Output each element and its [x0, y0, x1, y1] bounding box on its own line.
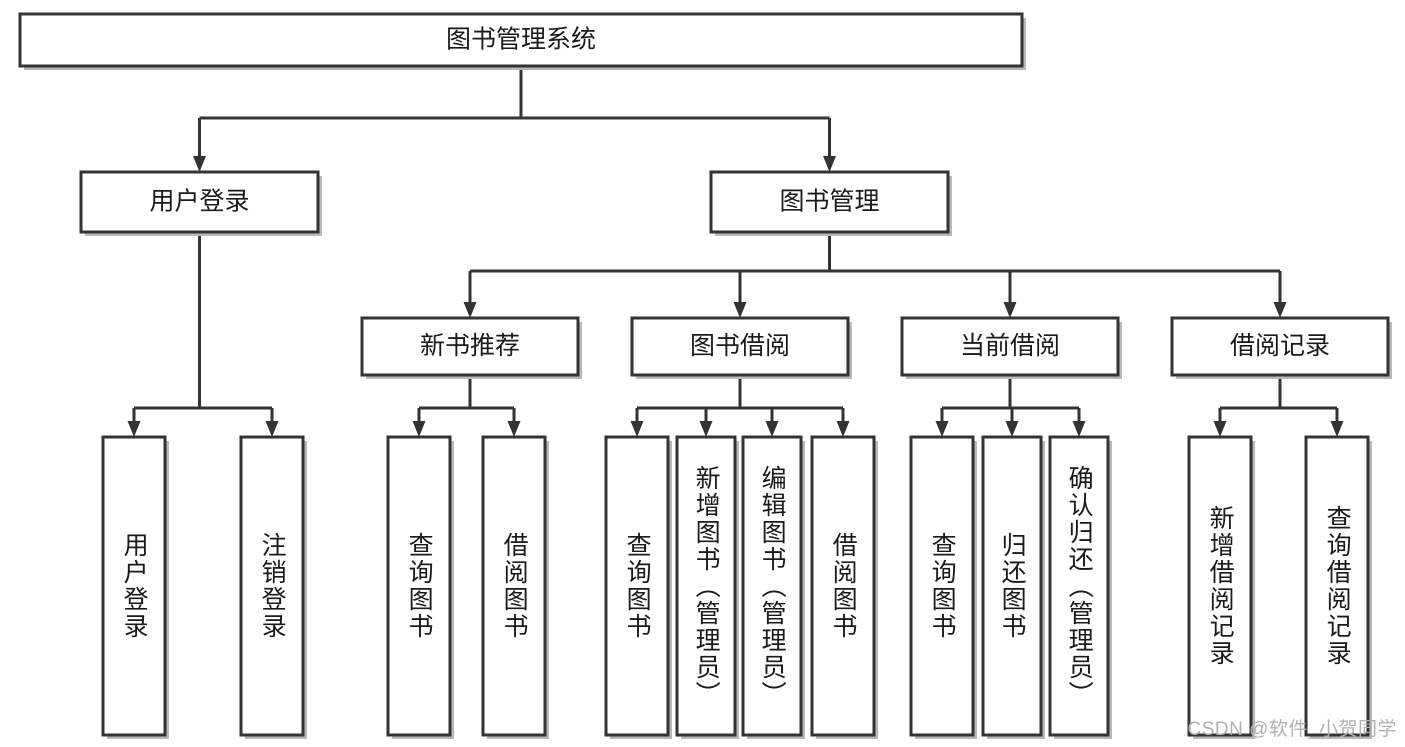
- node-leaf-user-login[interactable]: [101, 435, 169, 739]
- node-label-new-book-rec: 新书推荐: [420, 332, 520, 360]
- node-layer: [18, 12, 1392, 739]
- arrowhead-icon: [127, 421, 141, 437]
- node-leaf-logout[interactable]: [239, 435, 307, 739]
- arrowhead-icon: [265, 421, 279, 437]
- node-book-manage[interactable]: [709, 170, 952, 236]
- node-leaf-query-book[interactable]: [604, 435, 672, 739]
- arrowhead-icon: [935, 421, 949, 437]
- watermark-text: CSDN @软件_小贺同学: [1187, 719, 1397, 740]
- node-leaf-borrow-book-rec[interactable]: [481, 435, 549, 739]
- node-leaf-add-record[interactable]: [1187, 435, 1255, 739]
- arrowhead-icon: [733, 302, 747, 318]
- node-current-borrow[interactable]: [900, 316, 1122, 379]
- arrowhead-icon: [1003, 302, 1017, 318]
- arrowhead-icon: [823, 156, 836, 172]
- node-leaf-query-record[interactable]: [1304, 435, 1372, 739]
- node-label-borrow-record: 借阅记录: [1230, 332, 1330, 360]
- arrowhead-icon: [765, 421, 779, 437]
- arrowhead-icon: [412, 421, 426, 437]
- node-leaf-add-book[interactable]: [675, 435, 739, 739]
- node-label-root: 图书管理系统: [446, 26, 596, 54]
- arrowhead-icon: [630, 421, 644, 437]
- node-user-login[interactable]: [79, 170, 322, 236]
- node-leaf-confirm-return[interactable]: [1048, 435, 1112, 739]
- node-new-book-rec[interactable]: [360, 316, 582, 379]
- arrowhead-icon: [1005, 421, 1019, 437]
- arrowhead-icon: [193, 156, 206, 172]
- arrowhead-icon: [1213, 421, 1227, 437]
- arrowhead-icon: [1273, 302, 1287, 318]
- node-leaf-borrow-book[interactable]: [810, 435, 878, 739]
- arrowhead-icon: [1330, 421, 1344, 437]
- node-leaf-edit-book[interactable]: [741, 435, 805, 739]
- node-label-current-borrow: 当前借阅: [960, 332, 1060, 360]
- arrowhead-icon: [507, 421, 521, 437]
- node-book-borrow[interactable]: [630, 316, 852, 379]
- node-leaf-query-book-rec[interactable]: [386, 435, 454, 739]
- node-label-user-login: 用户登录: [149, 188, 249, 216]
- node-root[interactable]: [18, 12, 1026, 70]
- arrowhead-icon: [699, 421, 713, 437]
- node-borrow-record[interactable]: [1170, 316, 1392, 379]
- node-leaf-query-book-cur[interactable]: [909, 435, 977, 739]
- arrowhead-icon: [836, 421, 850, 437]
- arrowhead-icon: [463, 302, 477, 318]
- arrowhead-icon: [1072, 421, 1086, 437]
- connector-layer: [127, 66, 1344, 437]
- node-label-book-borrow: 图书借阅: [690, 332, 790, 360]
- node-leaf-return-book[interactable]: [981, 435, 1045, 739]
- node-label-book-manage: 图书管理: [779, 188, 879, 216]
